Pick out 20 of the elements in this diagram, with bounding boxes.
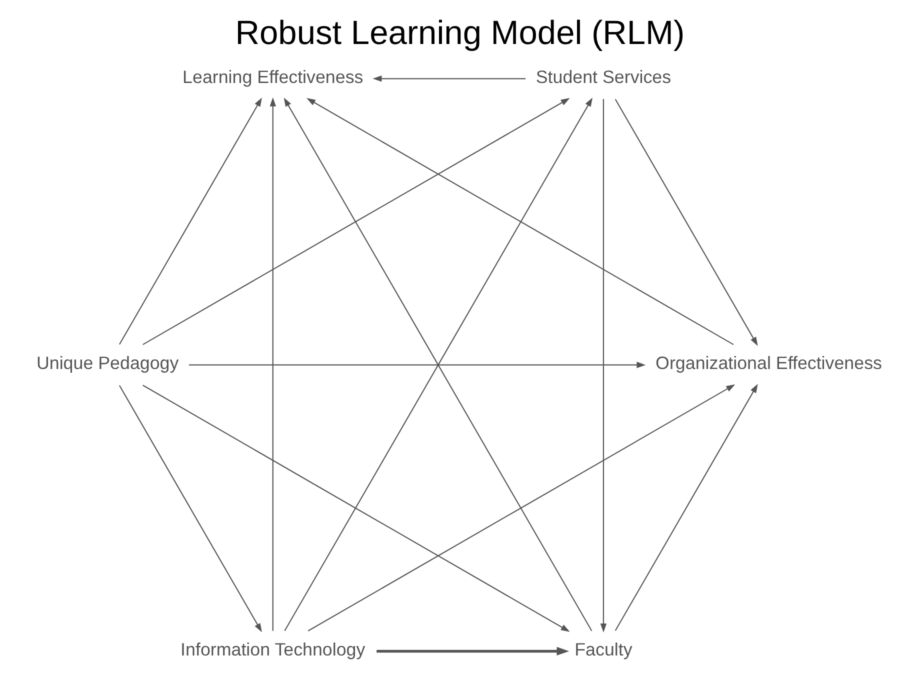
arrow (308, 384, 736, 632)
arrow (270, 97, 276, 631)
arrow (142, 384, 570, 632)
arrow (306, 98, 734, 346)
arrow (119, 385, 262, 632)
node-text: Faculty (574, 639, 632, 660)
arrow (189, 362, 646, 368)
arrow (142, 98, 570, 346)
arrow (614, 384, 758, 631)
arrow (119, 98, 262, 345)
node-text: Student Services (536, 66, 672, 87)
diagram-title: Robust Learning Model (RLM) (235, 14, 685, 52)
arrow (372, 76, 526, 82)
node-text: Organizational Effectiveness (656, 353, 882, 374)
arrow (376, 646, 570, 656)
arrow (600, 99, 607, 632)
node-text: Information Technology (180, 639, 366, 660)
arrow (614, 98, 758, 346)
node-text: Unique Pedagogy (36, 353, 179, 374)
node-text: Learning Effectiveness (182, 66, 364, 87)
